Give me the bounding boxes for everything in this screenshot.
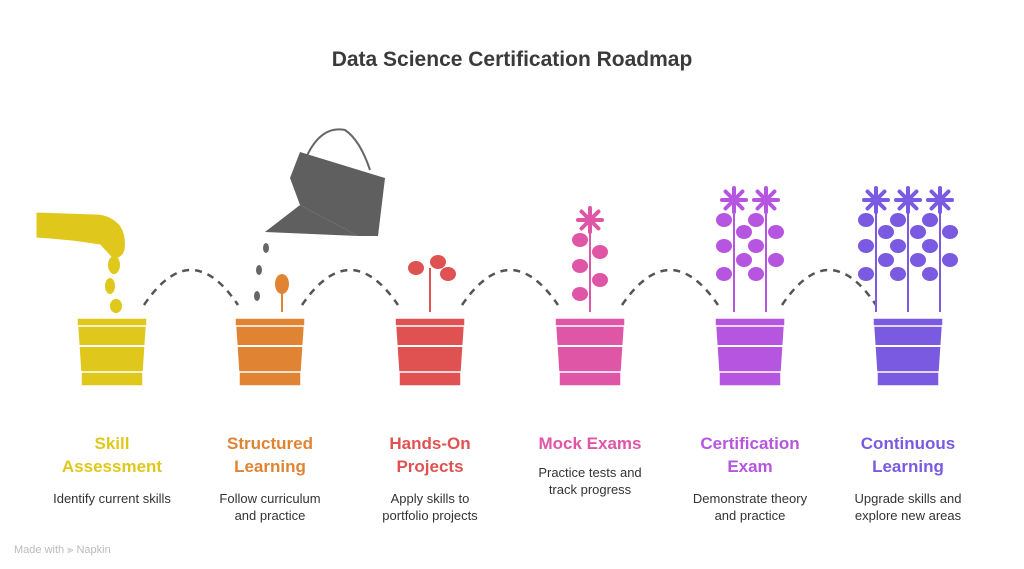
step-desc-line2: explore new areas: [854, 508, 962, 523]
connector-arc: [142, 268, 240, 306]
made-with-label: Made with: [14, 544, 65, 556]
plant-icon: [408, 255, 456, 312]
plant-icon: [858, 186, 958, 312]
napkin-brand: Napkin: [76, 544, 111, 556]
step-desc-line1: Apply skills to: [390, 491, 470, 506]
pots: [76, 317, 944, 387]
plant-icon: [716, 186, 784, 312]
step-title-line2: Projects: [396, 457, 464, 476]
step-desc-line1: Follow curriculum: [219, 491, 321, 506]
step-description: Practice tests and track progress: [515, 464, 665, 498]
plant-icon: [572, 206, 608, 312]
step-title-line1: Structured: [227, 434, 313, 453]
pot-icon: [714, 317, 786, 387]
step-description: Follow curriculum and practice: [195, 490, 345, 524]
page-title: Data Science Certification Roadmap: [331, 48, 693, 71]
step-title-line2: Learning: [234, 457, 306, 476]
connector-arc: [780, 268, 878, 306]
step-title-line1: Mock Exams: [538, 434, 642, 453]
step-description: Identify current skills: [37, 490, 187, 507]
connector-arc: [460, 268, 560, 306]
step-desc-line2: portfolio projects: [382, 508, 478, 523]
step-title-line1: Skill: [94, 434, 130, 453]
pot-icon: [234, 317, 306, 387]
connector-arc: [620, 268, 720, 306]
step-desc-line2: and practice: [714, 508, 786, 523]
step-desc-line1: Upgrade skills and: [854, 491, 962, 506]
step-title-line1: Continuous: [860, 434, 956, 453]
plant-icon: [275, 274, 289, 312]
made-with-napkin-footer: Made with ⫸ Napkin: [14, 544, 111, 557]
watering-can-icon: [254, 128, 385, 301]
step-desc-line1: Demonstrate theory: [692, 491, 808, 506]
step-title-line2: Assessment: [61, 457, 163, 476]
step-title-line2: Learning: [872, 457, 944, 476]
step-title-line1: Hands-On: [389, 434, 471, 453]
step-desc-line2: track progress: [548, 482, 632, 497]
connector-arc: [300, 268, 400, 306]
step-description: Upgrade skills and explore new areas: [833, 490, 983, 524]
step-title: Mock Exams: [515, 432, 665, 484]
pot-icon: [76, 317, 148, 387]
step-title-line1: Certification: [700, 434, 800, 453]
step-desc-line1: Practice tests and: [538, 465, 642, 480]
pot-icon: [872, 317, 944, 387]
hand-icon: [35, 211, 126, 313]
step-title-line2: Exam: [727, 457, 773, 476]
step-description: Demonstrate theory and practice: [675, 490, 825, 524]
connector-arcs: [142, 268, 878, 306]
pot-icon: [394, 317, 466, 387]
step-desc-line2: and practice: [234, 508, 306, 523]
step-description: Apply skills to portfolio projects: [355, 490, 505, 524]
step-desc-line1: Identify current skills: [53, 491, 171, 506]
pot-icon: [554, 317, 626, 387]
napkin-logo-icon: ⫸: [67, 544, 74, 556]
step-4: Mock Exams Practice tests and track progr…: [515, 432, 665, 498]
